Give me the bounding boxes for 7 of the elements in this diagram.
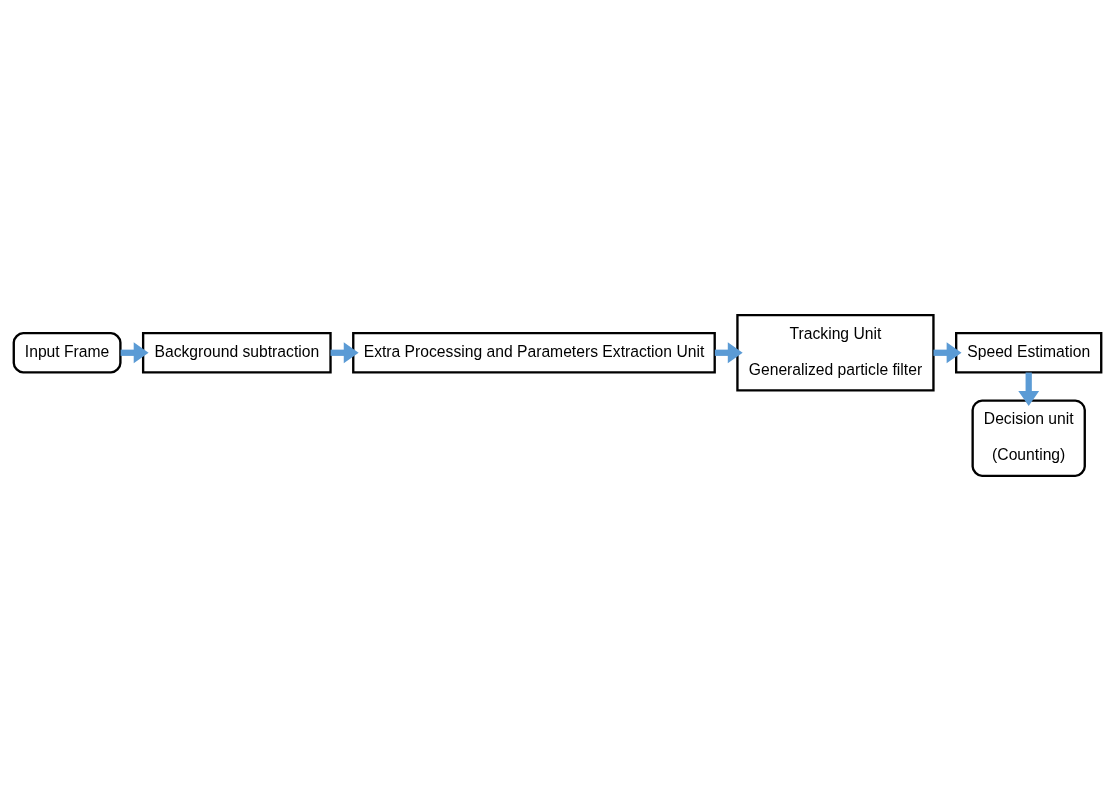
arrow <box>1018 372 1040 406</box>
node-box: Decision unit (Counting) <box>971 399 1086 478</box>
node-box: Background subtraction <box>141 332 332 374</box>
node-box: Extra Processing and Parameters Extraction Unit <box>352 332 716 374</box>
node-box: Tracking Unit Generalized particle filter <box>736 313 935 392</box>
node-box: Speed Estimation <box>955 332 1103 374</box>
node-box: Input Frame <box>12 332 122 374</box>
